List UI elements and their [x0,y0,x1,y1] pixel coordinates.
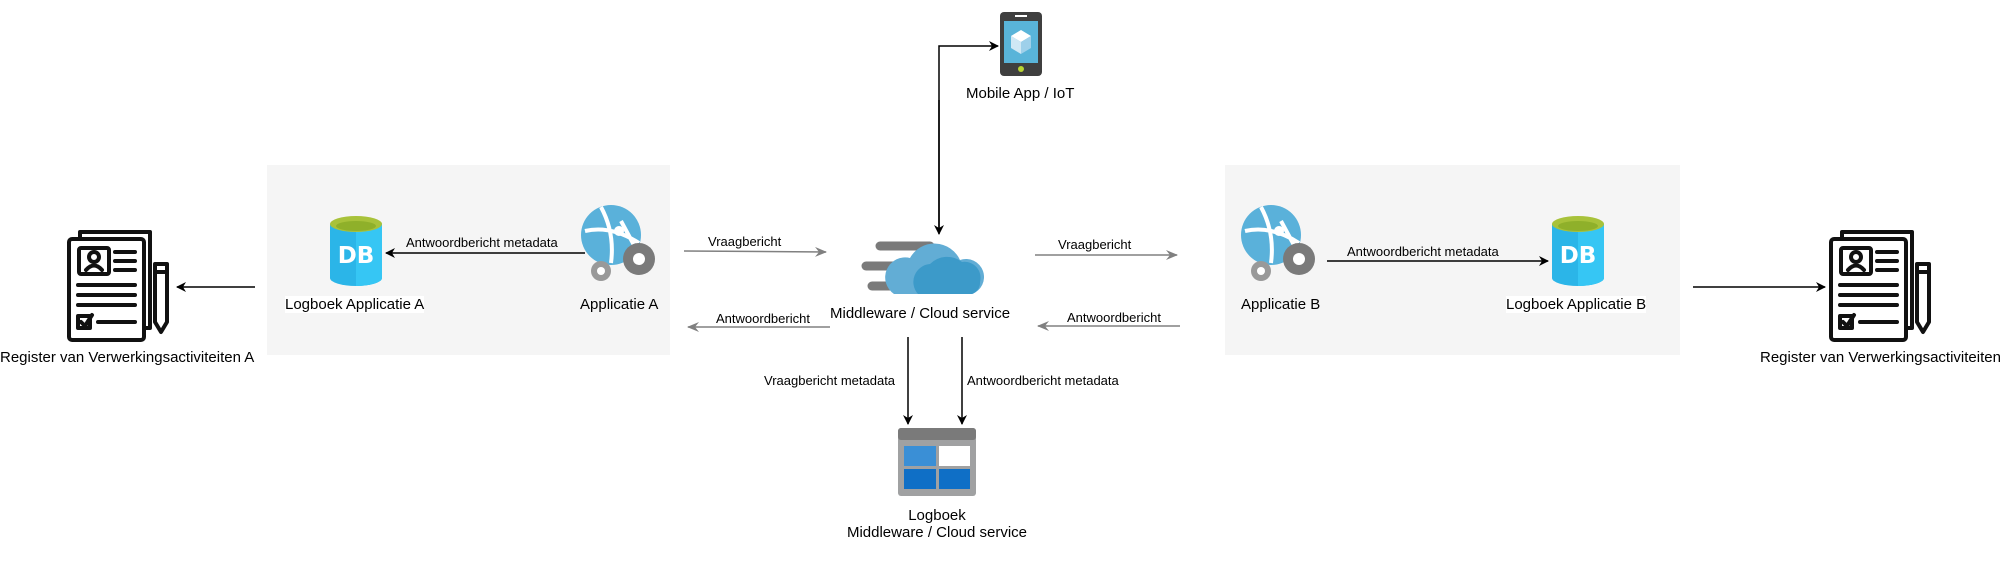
edge-mw-mobile [938,41,999,232]
edge-label-appB-mw: Antwoordbericht [1067,310,1161,325]
logboek-a-label: Logboek Applicatie A [285,296,425,313]
web-app-gear-icon[interactable] [579,203,665,285]
document-register-icon[interactable] [64,228,176,344]
database-icon[interactable]: DB [1550,216,1606,288]
middleware-label: Middleware / Cloud service [830,305,1011,322]
register-b-label: Register van Verwerkingsactiviteiten B [1760,349,2002,366]
database-icon[interactable]: DB [328,216,384,288]
edge-label-mw-appB: Vraagbericht [1058,237,1132,252]
edge-label-mw-log-antwoord: Antwoordbericht metadata [967,373,1119,388]
logboek-mw-label-line2: Middleware / Cloud service [846,524,1028,541]
edge-label-mw-appA: Antwoordbericht [716,311,810,326]
document-register-icon[interactable] [1826,228,1938,344]
table-storage-icon[interactable] [898,428,976,496]
db-icon-text: DB [338,243,375,269]
mobile-device-icon[interactable] [1000,12,1042,76]
web-app-gear-icon[interactable] [1239,203,1325,285]
db-icon-text: DB [1560,243,1597,269]
logboek-b-label: Logboek Applicatie B [1506,296,1647,313]
applicatie-a-label: Applicatie A [580,296,659,313]
edge-label-appB-logB: Antwoordbericht metadata [1347,244,1499,259]
register-a-label: Register van Verwerkingsactiviteiten A [0,349,255,366]
mobile-label: Mobile App / IoT [966,85,1075,102]
edge-label-appA-mw: Vraagbericht [708,234,782,249]
logboek-mw-label-line1: Logboek [908,507,966,524]
edge-label-appA-logA: Antwoordbericht metadata [406,235,558,250]
edge-label-mw-log-vraag: Vraagbericht metadata [764,373,896,388]
edge-appA-mw [683,246,827,257]
applicatie-b-label: Applicatie B [1241,296,1321,313]
cloud-icon[interactable] [860,236,984,298]
